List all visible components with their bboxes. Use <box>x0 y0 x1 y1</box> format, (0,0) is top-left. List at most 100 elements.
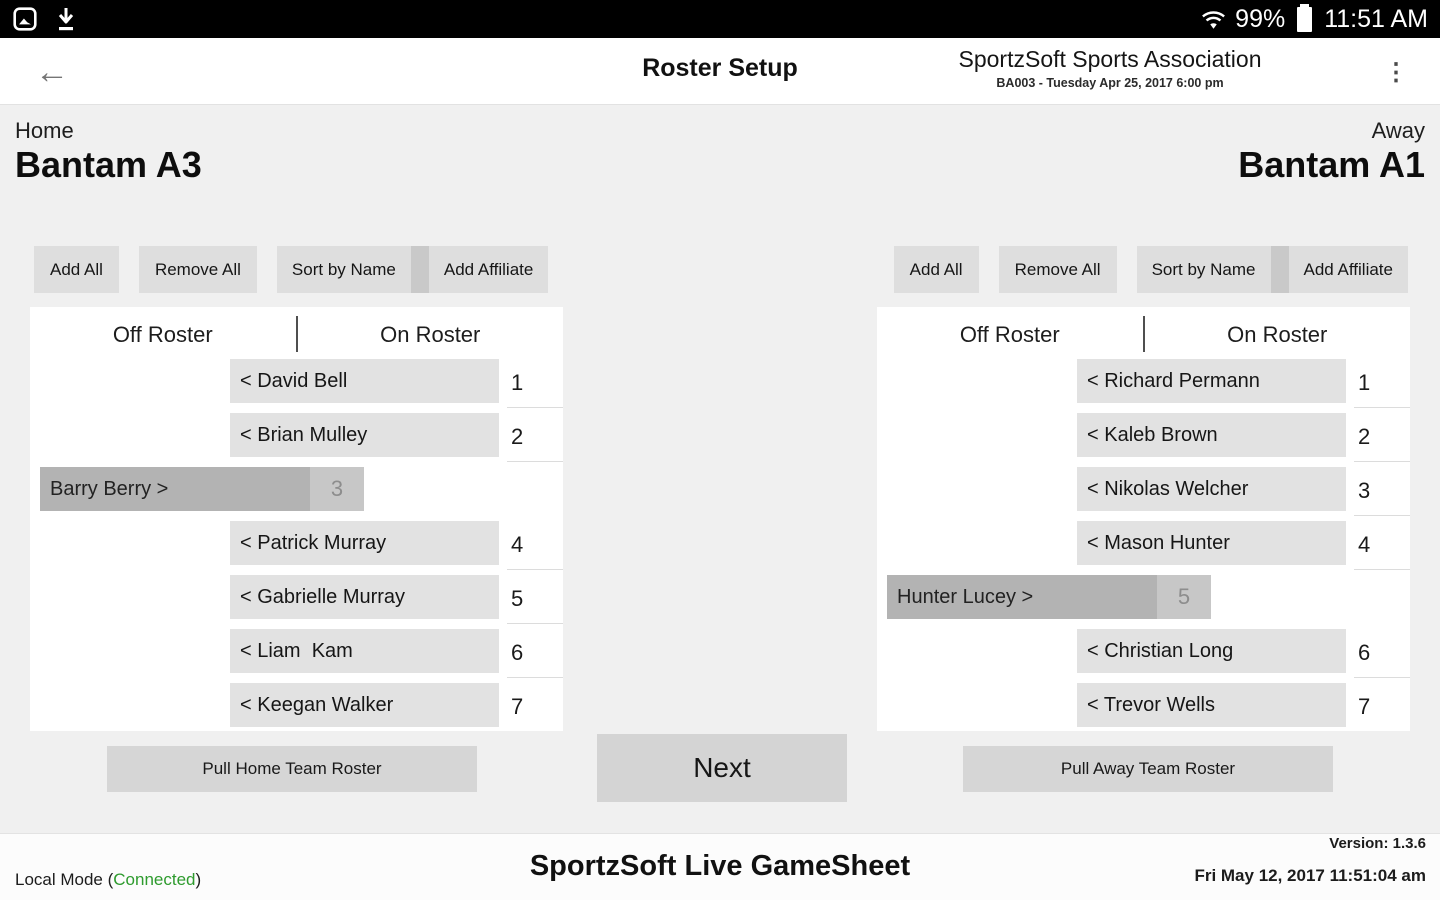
away-sort-affiliate-group: Sort by Name Add Affiliate <box>1136 246 1408 293</box>
game-info: BA003 - Tuesday Apr 25, 2017 6:00 pm <box>996 76 1224 90</box>
column-divider <box>1142 316 1145 352</box>
back-button[interactable]: ← <box>30 50 74 94</box>
button-divider <box>410 246 429 293</box>
player-add-button[interactable]: Hunter Lucey > <box>887 575 1157 619</box>
pull-away-roster-button[interactable]: Pull Away Team Roster <box>963 746 1333 792</box>
player-remove-button[interactable]: < Liam Kam <box>230 629 499 673</box>
next-button[interactable]: Next <box>597 734 847 802</box>
off-roster-header: Off Roster <box>959 322 1060 347</box>
jersey-number[interactable]: 4 <box>1354 521 1410 570</box>
jersey-number[interactable]: 3 <box>1354 467 1410 516</box>
jersey-number: 3 <box>310 467 364 511</box>
jersey-number[interactable]: 2 <box>507 413 563 462</box>
player-remove-button[interactable]: < Christian Long <box>1077 629 1346 673</box>
status-bar-left-icons <box>12 6 78 32</box>
on-roster-header: On Roster <box>380 322 481 347</box>
status-bar-right: 99% 11:51 AM <box>1200 3 1428 34</box>
footer-datetime: Fri May 12, 2017 11:51:04 am <box>1194 866 1426 885</box>
screenshot-icon <box>12 6 38 32</box>
footer-right: Version: 1.3.6 Fri May 12, 2017 11:51:04… <box>1194 835 1426 886</box>
version-label: Version: 1.3.6 <box>1329 835 1426 852</box>
pull-home-roster-button[interactable]: Pull Home Team Roster <box>107 746 477 792</box>
wifi-icon <box>1200 6 1227 32</box>
player-remove-button[interactable]: < Gabrielle Murray <box>230 575 499 619</box>
status-time: 11:51 AM <box>1324 4 1428 33</box>
jersey-number[interactable]: 1 <box>1354 359 1410 408</box>
connected-status: Connected <box>113 870 196 889</box>
battery-icon <box>1297 3 1313 32</box>
org-name: SportzSoft Sports Association <box>958 46 1262 72</box>
player-remove-button[interactable]: < Brian Mulley <box>230 413 499 457</box>
connection-status: Local Mode (Connected) <box>15 870 201 890</box>
content-area: Home Bantam A3 Away Bantam A1 Add All Re… <box>0 106 1440 833</box>
away-remove-all-button[interactable]: Remove All <box>998 246 1117 293</box>
home-side-label: Home <box>15 118 74 143</box>
download-icon <box>54 6 78 32</box>
roster-column-headers: Off Roster On Roster <box>877 307 1410 357</box>
away-action-buttons: Add All Remove All Sort by Name Add Affi… <box>893 246 1408 293</box>
button-divider <box>1270 246 1289 293</box>
battery-percent: 99% <box>1235 4 1286 33</box>
roster-column-headers: Off Roster On Roster <box>30 307 563 357</box>
player-remove-button[interactable]: < Kaleb Brown <box>1077 413 1346 457</box>
overflow-menu-icon[interactable]: ⋮ <box>1376 52 1416 92</box>
roster-row: Hunter Lucey >5 <box>877 575 1410 619</box>
footer: Local Mode (Connected) SportzSoft Live G… <box>0 833 1440 900</box>
player-remove-button[interactable]: < Trevor Wells <box>1077 683 1346 727</box>
jersey-number[interactable]: 4 <box>507 521 563 570</box>
player-remove-button[interactable]: < Keegan Walker <box>230 683 499 727</box>
jersey-number[interactable]: 7 <box>1354 683 1410 731</box>
player-remove-button[interactable]: < Richard Permann <box>1077 359 1346 403</box>
app-title: SportzSoft Live GameSheet <box>529 850 911 882</box>
away-add-affiliate-button[interactable]: Add Affiliate <box>1289 246 1408 293</box>
page-title: Roster Setup <box>642 54 798 82</box>
org-block: SportzSoft Sports Association BA003 - Tu… <box>900 46 1320 90</box>
off-roster-header: Off Roster <box>112 322 213 347</box>
away-add-all-button[interactable]: Add All <box>893 246 979 293</box>
away-side-label: Away <box>1371 118 1425 143</box>
jersey-number[interactable]: 6 <box>1354 629 1410 678</box>
home-add-affiliate-button[interactable]: Add Affiliate <box>429 246 548 293</box>
away-team-name: Bantam A1 <box>1238 144 1425 185</box>
home-team-name: Bantam A3 <box>15 144 202 185</box>
player-remove-button[interactable]: < Nikolas Welcher <box>1077 467 1346 511</box>
home-sort-by-name-button[interactable]: Sort by Name <box>277 246 411 293</box>
player-remove-button[interactable]: < Mason Hunter <box>1077 521 1346 565</box>
away-sort-by-name-button[interactable]: Sort by Name <box>1137 246 1271 293</box>
jersey-number[interactable]: 5 <box>507 575 563 624</box>
home-remove-all-button[interactable]: Remove All <box>138 246 257 293</box>
column-divider <box>295 316 298 352</box>
player-remove-button[interactable]: < Patrick Murray <box>230 521 499 565</box>
mode-suffix: ) <box>195 870 202 889</box>
app-bar: ← Roster Setup SportzSoft Sports Associa… <box>0 38 1440 105</box>
player-remove-button[interactable]: < David Bell <box>230 359 499 403</box>
on-roster-header: On Roster <box>1227 322 1328 347</box>
home-add-all-button[interactable]: Add All <box>34 246 119 293</box>
jersey-number[interactable]: 7 <box>507 683 563 731</box>
jersey-number[interactable]: 1 <box>507 359 563 408</box>
home-action-buttons: Add All Remove All Sort by Name Add Affi… <box>34 246 549 293</box>
jersey-number[interactable]: 6 <box>507 629 563 678</box>
player-add-button[interactable]: Barry Berry > <box>40 467 310 511</box>
status-bar: 99% 11:51 AM <box>0 0 1440 38</box>
roster-row: Barry Berry >3 <box>30 467 563 511</box>
mode-prefix: Local Mode ( <box>15 870 114 889</box>
jersey-number[interactable]: 2 <box>1354 413 1410 462</box>
